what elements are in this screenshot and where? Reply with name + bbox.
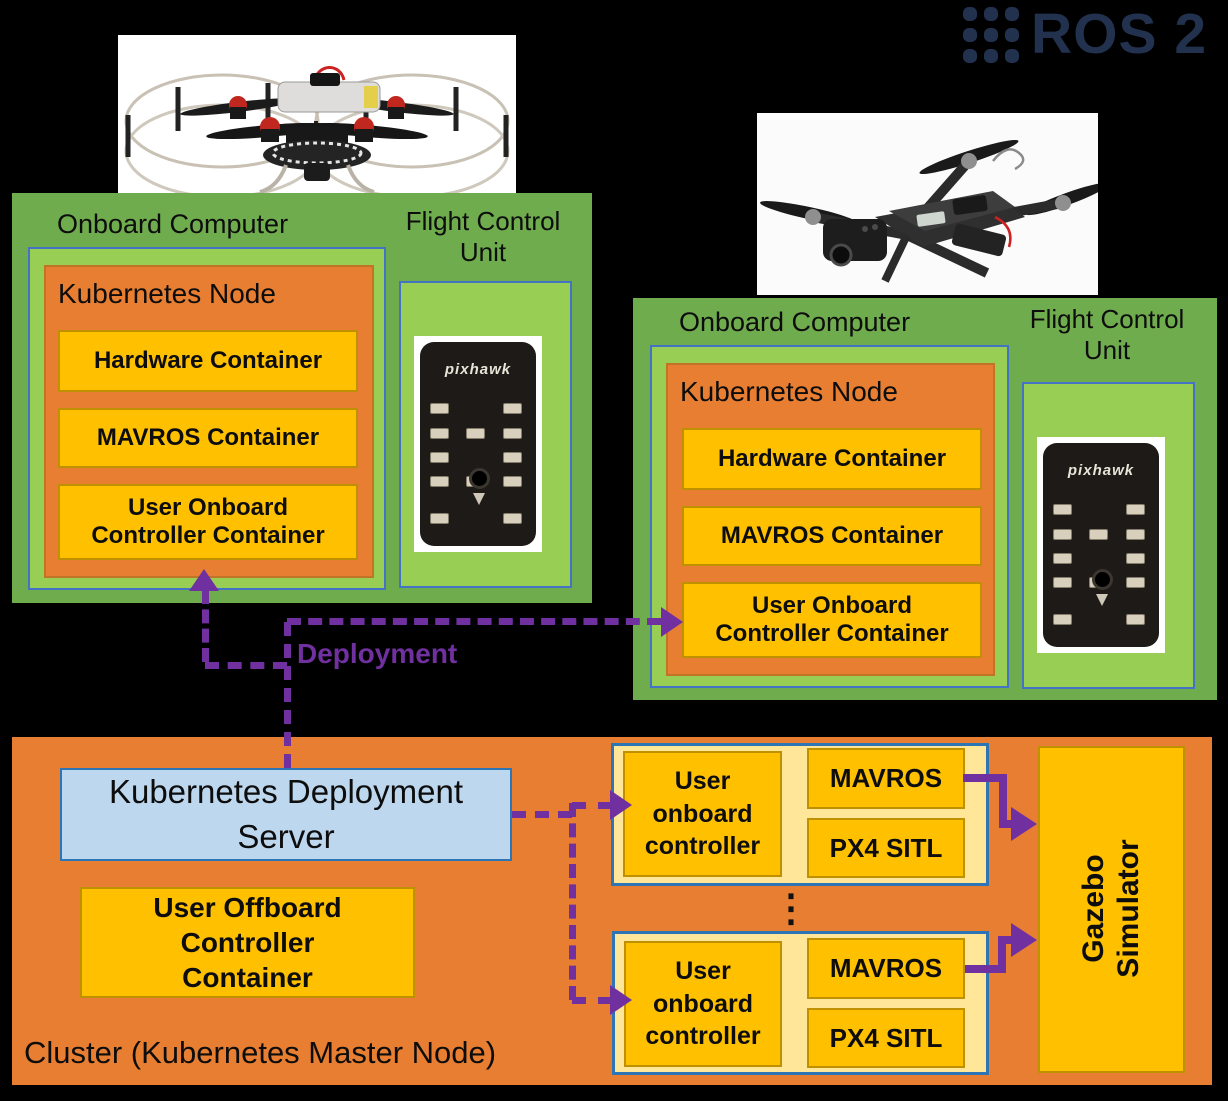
server-line-pod2 — [572, 997, 612, 1004]
deployment-arrowhead-right-node — [661, 607, 683, 637]
mavros1-gazebo-line-v — [999, 774, 1007, 828]
caged-drone-photo — [118, 35, 516, 199]
mavros1-gazebo-line-h — [963, 774, 1007, 782]
pixhawk-device-left: pixhawk — [420, 342, 536, 546]
gazebo-simulator-label: Gazebo Simulator — [1077, 839, 1145, 978]
pod1-user-onboard-controller: User onboard controller — [623, 751, 782, 877]
server-line-pod1 — [572, 802, 612, 809]
mavros2-gazebo-line-v — [998, 936, 1006, 973]
deployment-branch-left — [205, 662, 287, 669]
mavros1-gazebo-line-h2 — [999, 820, 1013, 828]
cluster-title: Cluster (Kubernetes Master Node) — [24, 1035, 497, 1070]
arrowhead-pod1 — [610, 790, 632, 820]
deployment-label: Deployment — [297, 638, 458, 669]
arrowhead-pod2 — [610, 985, 632, 1015]
pods-ellipsis: ⋮ — [772, 888, 810, 930]
pod1-px4-sitl: PX4 SITL — [807, 818, 965, 878]
ros2-dots-icon — [963, 6, 1019, 63]
user-onboard-controller-container-left: User Onboard Controller Container — [58, 484, 358, 560]
hardware-container-left: Hardware Container — [58, 330, 358, 392]
fcu-title-right: Flight Control Unit — [1029, 303, 1185, 365]
pixhawk-device-right: pixhawk — [1043, 443, 1159, 647]
deployment-arrowhead-left-node — [189, 569, 219, 591]
pixhawk-logo-text: pixhawk — [1067, 461, 1135, 479]
mavros2-gazebo-line-h — [965, 965, 1006, 973]
mavros-container-right: MAVROS Container — [682, 506, 982, 566]
kubernetes-node-label-right: Kubernetes Node — [680, 376, 898, 407]
kubernetes-deployment-server: Kubernetes Deployment Server — [60, 768, 512, 861]
pixhawk-photo-right: pixhawk — [1037, 437, 1165, 653]
user-onboard-controller-container-right: User Onboard Controller Container — [682, 582, 982, 658]
pixhawk-logo-text: pixhawk — [444, 360, 512, 378]
fcu-title-left: Flight Control Unit — [405, 205, 561, 267]
arrowhead-gazebo-top — [1011, 807, 1037, 841]
pod2-mavros: MAVROS — [807, 938, 965, 999]
deployment-branch-up — [202, 590, 209, 662]
mavros2-gazebo-line-h2 — [998, 936, 1013, 944]
ros2-logo-text: ROS 2 — [1031, 2, 1208, 66]
arrowhead-gazebo-bottom — [1011, 923, 1037, 957]
mavros-container-left: MAVROS Container — [58, 408, 358, 468]
racer-drone-photo — [757, 113, 1109, 295]
hardware-container-right: Hardware Container — [682, 428, 982, 490]
deployment-line-right — [287, 618, 661, 625]
gazebo-simulator: Gazebo Simulator — [1038, 746, 1185, 1073]
pod2-px4-sitl: PX4 SITL — [807, 1008, 965, 1068]
pod1-mavros: MAVROS — [807, 748, 965, 809]
server-line-split — [569, 803, 576, 1000]
onboard-computer-title-right: Onboard Computer — [678, 306, 911, 337]
pod2-user-onboard-controller: User onboard controller — [624, 941, 782, 1067]
server-line-out — [512, 811, 572, 818]
ros2-logo: ROS 2 — [963, 6, 1207, 63]
deployment-line-up — [284, 622, 291, 768]
onboard-computer-title-left: Onboard Computer — [56, 208, 289, 239]
pixhawk-photo-left: pixhawk — [414, 336, 542, 552]
kubernetes-node-label-left: Kubernetes Node — [58, 278, 276, 309]
user-offboard-controller-container: User Offboard Controller Container — [80, 887, 415, 998]
